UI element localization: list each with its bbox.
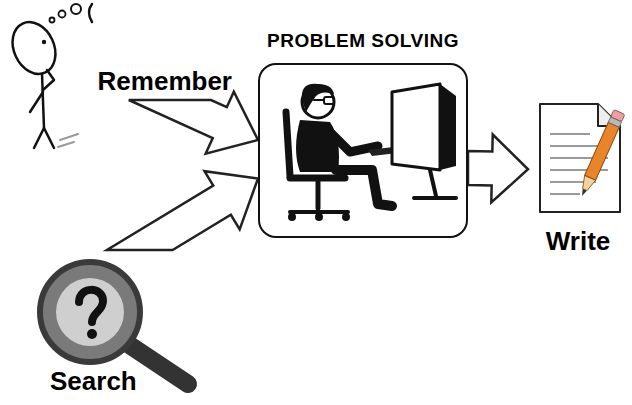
chair-wheel (315, 213, 323, 221)
chair-stem (316, 180, 321, 208)
person-hair (302, 84, 334, 112)
monitor-back (440, 84, 456, 170)
chair-back (286, 112, 290, 176)
chair-wheel (288, 213, 296, 221)
thought-bubble (50, 18, 55, 23)
person-arm (326, 128, 378, 152)
block-arrow (129, 92, 258, 154)
node-label: Remember (98, 66, 232, 96)
figure-arm (30, 92, 43, 112)
output-document: Write (528, 95, 628, 260)
question-symbol (79, 290, 103, 339)
monitor-stand (414, 170, 456, 198)
process-box: PROBLEM SOLVING (258, 63, 468, 238)
pencil-body (585, 122, 620, 180)
node-label: Write (546, 226, 611, 256)
figure-arm (43, 70, 54, 90)
figure-legs (34, 128, 54, 148)
question-dot (87, 329, 97, 339)
thinking-figure (4, 4, 92, 148)
pencil (577, 110, 625, 199)
thought-mark (89, 4, 92, 22)
question-curve (79, 290, 103, 322)
box-heading: PROBLEM SOLVING (267, 28, 459, 54)
glasses-arm (314, 99, 324, 101)
chair-wheel (342, 213, 350, 221)
block-arrow (468, 135, 528, 203)
document-icon (540, 104, 625, 212)
thought-bubble (71, 4, 81, 14)
figure-eye (42, 40, 46, 44)
magnifier-lens (40, 262, 140, 362)
figure-head (4, 15, 63, 81)
person-glasses (324, 97, 334, 104)
magnifier-handle (128, 344, 188, 384)
person-torso (296, 120, 339, 172)
magnifier-inner (56, 278, 124, 346)
magnifier-icon (40, 262, 188, 384)
memory-figure: Remember (0, 0, 236, 100)
thought-bubble (59, 11, 66, 18)
node-label: Search (50, 366, 137, 396)
figure-body (42, 74, 44, 128)
search-icon: Search (22, 250, 212, 400)
computer-user (286, 84, 456, 221)
pencil-eraser (611, 110, 625, 122)
monitor-screen (392, 84, 440, 170)
motion-lines (58, 134, 78, 147)
paper-sheet (540, 104, 620, 212)
person-legs (336, 170, 392, 206)
block-arrow (107, 171, 258, 250)
